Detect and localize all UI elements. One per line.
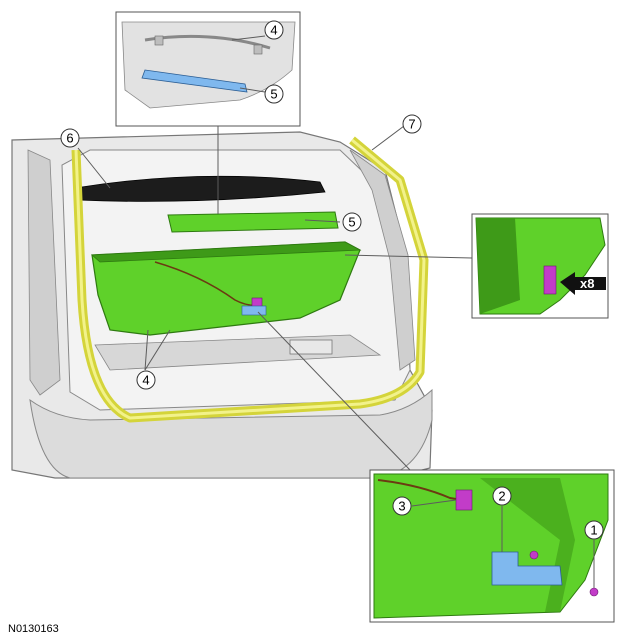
callout-6: 6 — [60, 128, 80, 148]
leader-5-main — [304, 219, 341, 223]
top-inset-fastener-left — [154, 35, 164, 46]
bracket-inset-wire — [377, 479, 463, 501]
callout-4-top: 4 — [264, 20, 284, 40]
clip-inset-panel-shade — [476, 218, 520, 314]
svg-text:5: 5 — [270, 87, 277, 102]
weatherstrip-seal-highlight — [74, 138, 426, 420]
leader-3 — [411, 499, 457, 507]
callout-4-main: 4 — [136, 370, 156, 390]
bracket-detail-inset — [369, 469, 615, 623]
leader-4-main-a — [144, 329, 149, 371]
figure-id: N0130163 — [8, 623, 59, 635]
overhead-panel — [74, 175, 326, 202]
bracket-inset-pushpin — [529, 550, 539, 560]
svg-text:3: 3 — [398, 499, 405, 514]
rear-bumper — [29, 388, 433, 479]
quantity-arrow — [560, 272, 606, 295]
callout-2: 2 — [492, 486, 512, 506]
callout-5-main: 5 — [342, 212, 362, 232]
floor-bracket — [289, 339, 333, 355]
callout-5-top: 5 — [264, 84, 284, 104]
leader-6 — [77, 147, 111, 189]
bracket-inset-ridge — [480, 478, 575, 612]
svg-text:7: 7 — [408, 117, 415, 132]
trim-panel-lip — [90, 241, 362, 263]
leader-4-top — [231, 35, 266, 41]
quantity-label: x8 — [580, 276, 594, 291]
left-pillar — [27, 149, 61, 396]
callout-1: 1 — [584, 520, 604, 540]
right-pillar — [349, 149, 416, 371]
top-inset-fastener-right — [253, 44, 263, 55]
svg-text:4: 4 — [142, 373, 149, 388]
svg-text:4: 4 — [270, 23, 277, 38]
leader-bracket-inset — [257, 311, 411, 471]
clip-detail-inset: x8 — [471, 213, 609, 319]
leader-5-top — [239, 87, 266, 93]
leader-lines — [77, 35, 595, 588]
callout-3: 3 — [392, 496, 412, 516]
svg-text:5: 5 — [348, 215, 355, 230]
clip-inset-clip — [543, 265, 557, 295]
bracket-inset-connector — [455, 489, 473, 511]
main-vehicle-view — [11, 131, 433, 479]
bracket-inset-blue-bracket — [491, 551, 563, 586]
svg-text:2: 2 — [498, 489, 505, 504]
svg-text:1: 1 — [590, 523, 597, 538]
bracket-inset-screw — [589, 587, 599, 597]
svg-text:6: 6 — [66, 131, 73, 146]
leader-4-main-b — [144, 329, 171, 371]
top-inset-blue-strip — [141, 69, 248, 93]
callout-7: 7 — [402, 114, 422, 134]
trim-bracket-main — [241, 305, 267, 316]
callout-balloons: 4 5 6 7 5 4 3 2 — [60, 20, 604, 540]
leader-clip-inset — [344, 254, 473, 259]
upper-trim-strip — [167, 211, 339, 233]
leader-7 — [371, 125, 405, 151]
